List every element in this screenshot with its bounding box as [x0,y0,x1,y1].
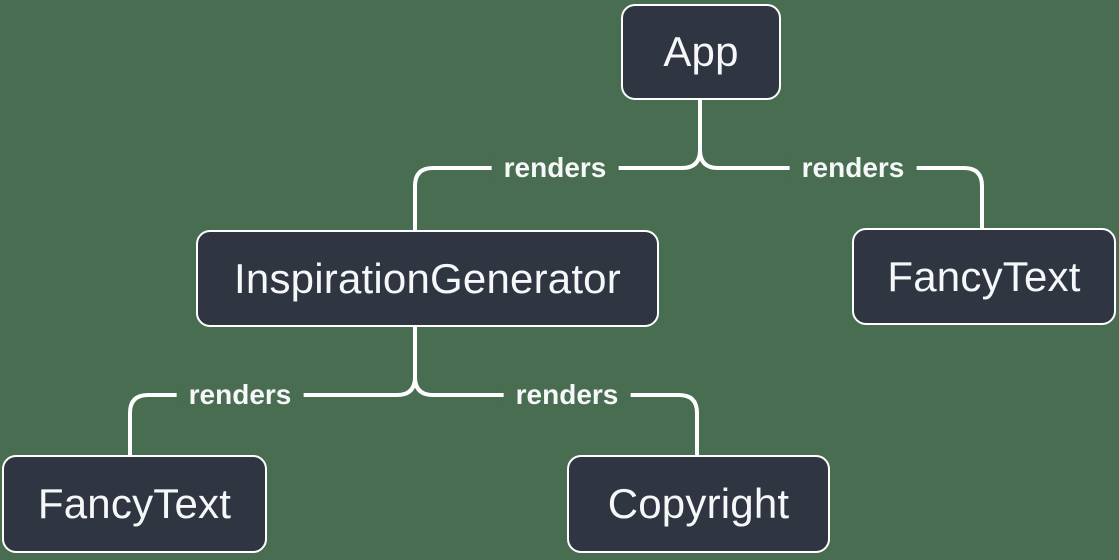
node-fancy-text-bottom: FancyText [2,455,267,553]
node-inspiration-generator-label: InspirationGenerator [234,254,621,302]
edge-label-renders-4: renders [503,379,631,411]
edge-label-renders-1: renders [491,152,619,184]
edge-label-renders-2: renders [789,152,917,184]
node-fancy-text-top-label: FancyText [887,252,1081,300]
node-fancy-text-bottom-label: FancyText [37,480,232,527]
node-app-label: App [663,28,739,75]
edge-label-renders-3: renders [176,379,304,411]
node-inspiration-generator: InspirationGenerator [196,230,659,327]
node-fancy-text-top: FancyText [852,228,1116,325]
node-copyright: Copyright [567,455,830,553]
node-app: App [621,4,781,100]
node-copyright-label: Copyright [607,480,790,527]
